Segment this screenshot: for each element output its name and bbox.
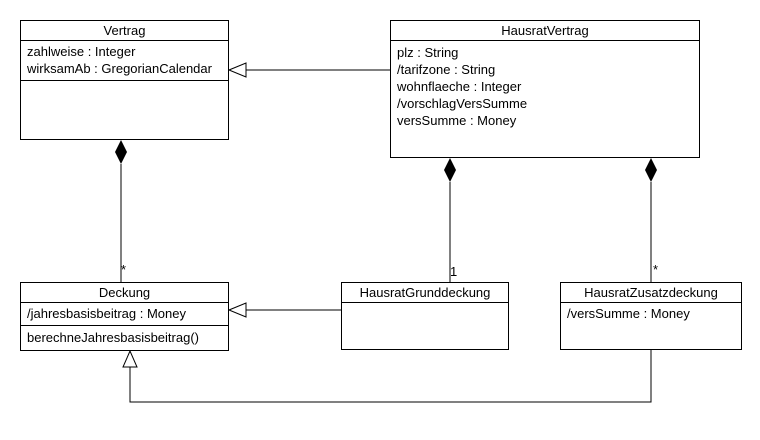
attribute-plz: plz : String <box>397 45 459 60</box>
attribute-vorschlagverssumme: /vorschlagVersSumme <box>397 96 528 111</box>
attribute-jahresbasisbeitrag: /jahresbasisbeitrag : Money <box>27 306 186 321</box>
multiplicity-deckung: * <box>121 262 127 277</box>
attribute-list-hausratzusatzdeckung: /versSumme : Money <box>561 303 741 324</box>
attribute-list-vertrag: zahlweise : Integer wirksamAb : Gregoria… <box>21 41 228 81</box>
class-name-vertrag: Vertrag <box>21 21 228 41</box>
class-name-deckung: Deckung <box>21 283 228 303</box>
attribute-zusatz-verssumme: /versSumme : Money <box>567 306 690 321</box>
operation-list-deckung: berechneJahresbasisbeitrag() <box>21 325 228 349</box>
generalization-arrowhead-vertrag <box>227 62 247 78</box>
multiplicity-zusatzdeckung: * <box>653 262 659 277</box>
attribute-wirksamab: wirksamAb : GregorianCalendar <box>27 61 212 76</box>
class-deckung[interactable]: Deckung /jahresbasisbeitrag : Money bere… <box>20 282 229 351</box>
class-hausratvertrag[interactable]: HausratVertrag plz : String /tarifzone :… <box>390 20 700 158</box>
attribute-tarifzone: /tarifzone : String <box>397 62 496 77</box>
generalization-arrowhead-deckung-bottom <box>122 349 138 368</box>
attribute-verssumme: versSumme : Money <box>397 113 517 128</box>
composition-diamond-grunddeckung <box>444 158 456 182</box>
attribute-zahlweise: zahlweise : Integer <box>27 44 136 59</box>
class-hausratzusatzdeckung[interactable]: HausratZusatzdeckung /versSumme : Money <box>560 282 742 350</box>
multiplicity-grunddeckung: 1 <box>450 264 458 279</box>
generalization-line-zusatzdeckung <box>129 350 652 403</box>
class-hausratgrunddeckung[interactable]: HausratGrunddeckung <box>341 282 509 350</box>
class-name-hausratvertrag: HausratVertrag <box>391 21 699 41</box>
attribute-list-deckung: /jahresbasisbeitrag : Money <box>21 303 228 325</box>
attribute-wohnflaeche: wohnflaeche : Integer <box>397 79 522 94</box>
class-name-hausratzusatzdeckung: HausratZusatzdeckung <box>561 283 741 303</box>
class-vertrag[interactable]: Vertrag zahlweise : Integer wirksamAb : … <box>20 20 229 140</box>
generalization-arrowhead-deckung-right <box>227 302 247 318</box>
composition-diamond-zusatzdeckung <box>645 158 657 182</box>
class-name-hausratgrunddeckung: HausratGrunddeckung <box>342 283 508 303</box>
operation-berechnejahresbasisbeitrag: berechneJahresbasisbeitrag() <box>27 330 199 345</box>
composition-diamond-vertrag <box>115 140 127 164</box>
attribute-list-hausratvertrag: plz : String /tarifzone : String wohnfla… <box>391 41 699 131</box>
